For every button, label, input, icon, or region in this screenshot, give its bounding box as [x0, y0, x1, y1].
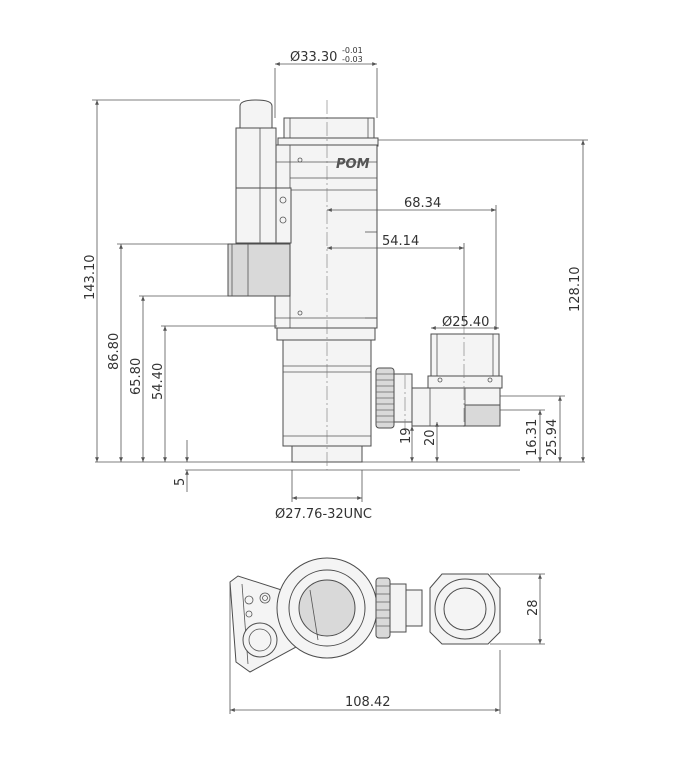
dim-top-diameter: [274, 62, 378, 118]
side-19-label: 19: [399, 427, 414, 444]
top-width-label: 108.42: [345, 695, 391, 710]
top-view: 28 108.42: [229, 557, 545, 714]
dim-side-16: [500, 409, 545, 462]
dim-h1: [117, 243, 228, 462]
top-diameter-label: Ø33.30: [290, 50, 337, 65]
dim-overall-height: [92, 99, 240, 462]
dim-top-depth: [490, 573, 545, 645]
dim-bottom-thread: [291, 470, 363, 502]
top-cap: [277, 117, 379, 147]
lower-body: [276, 327, 376, 463]
side-knurl-ring: [375, 367, 413, 429]
top-main-body: [276, 557, 378, 659]
horizontal-2-label: 54.14: [382, 234, 419, 249]
dim-body-height: [378, 139, 588, 462]
top-diameter-tol-upper: -0.01: [342, 46, 363, 55]
top-depth-label: 28: [526, 599, 541, 616]
dim-horizontal-1: [327, 205, 497, 330]
focus-knob-column: [227, 99, 292, 297]
port-diameter-label: Ø25.40: [442, 315, 489, 330]
bottom-offset-label: 5: [173, 478, 188, 486]
brand-logo: POM: [336, 157, 370, 172]
overall-height-label: 143.10: [83, 255, 98, 301]
main-tube: [274, 144, 378, 329]
bottom-thread-label: Ø27.76-32UNC: [275, 507, 372, 522]
side-25-label: 25.94: [545, 419, 560, 456]
dim-top-width: [229, 582, 501, 714]
dim-h3: [161, 325, 277, 462]
top-knurl-ring: [375, 577, 423, 639]
front-view: POM: [83, 46, 588, 522]
top-diameter-tol-lower: -0.03: [342, 55, 363, 64]
horizontal-1-label: 68.34: [404, 196, 441, 211]
dim-h2: [139, 295, 228, 462]
top-side-port: [429, 573, 501, 645]
h3-label: 54.40: [151, 363, 166, 400]
body-height-label: 128.10: [568, 267, 583, 313]
dim-horizontal-2: [327, 243, 465, 322]
h1-label: 86.80: [107, 333, 122, 370]
dim-side-25: [500, 395, 565, 462]
side-port: [411, 333, 503, 427]
side-20-label: 20: [423, 429, 438, 446]
h2-label: 65.80: [129, 358, 144, 395]
side-16-label: 16.31: [525, 419, 540, 456]
